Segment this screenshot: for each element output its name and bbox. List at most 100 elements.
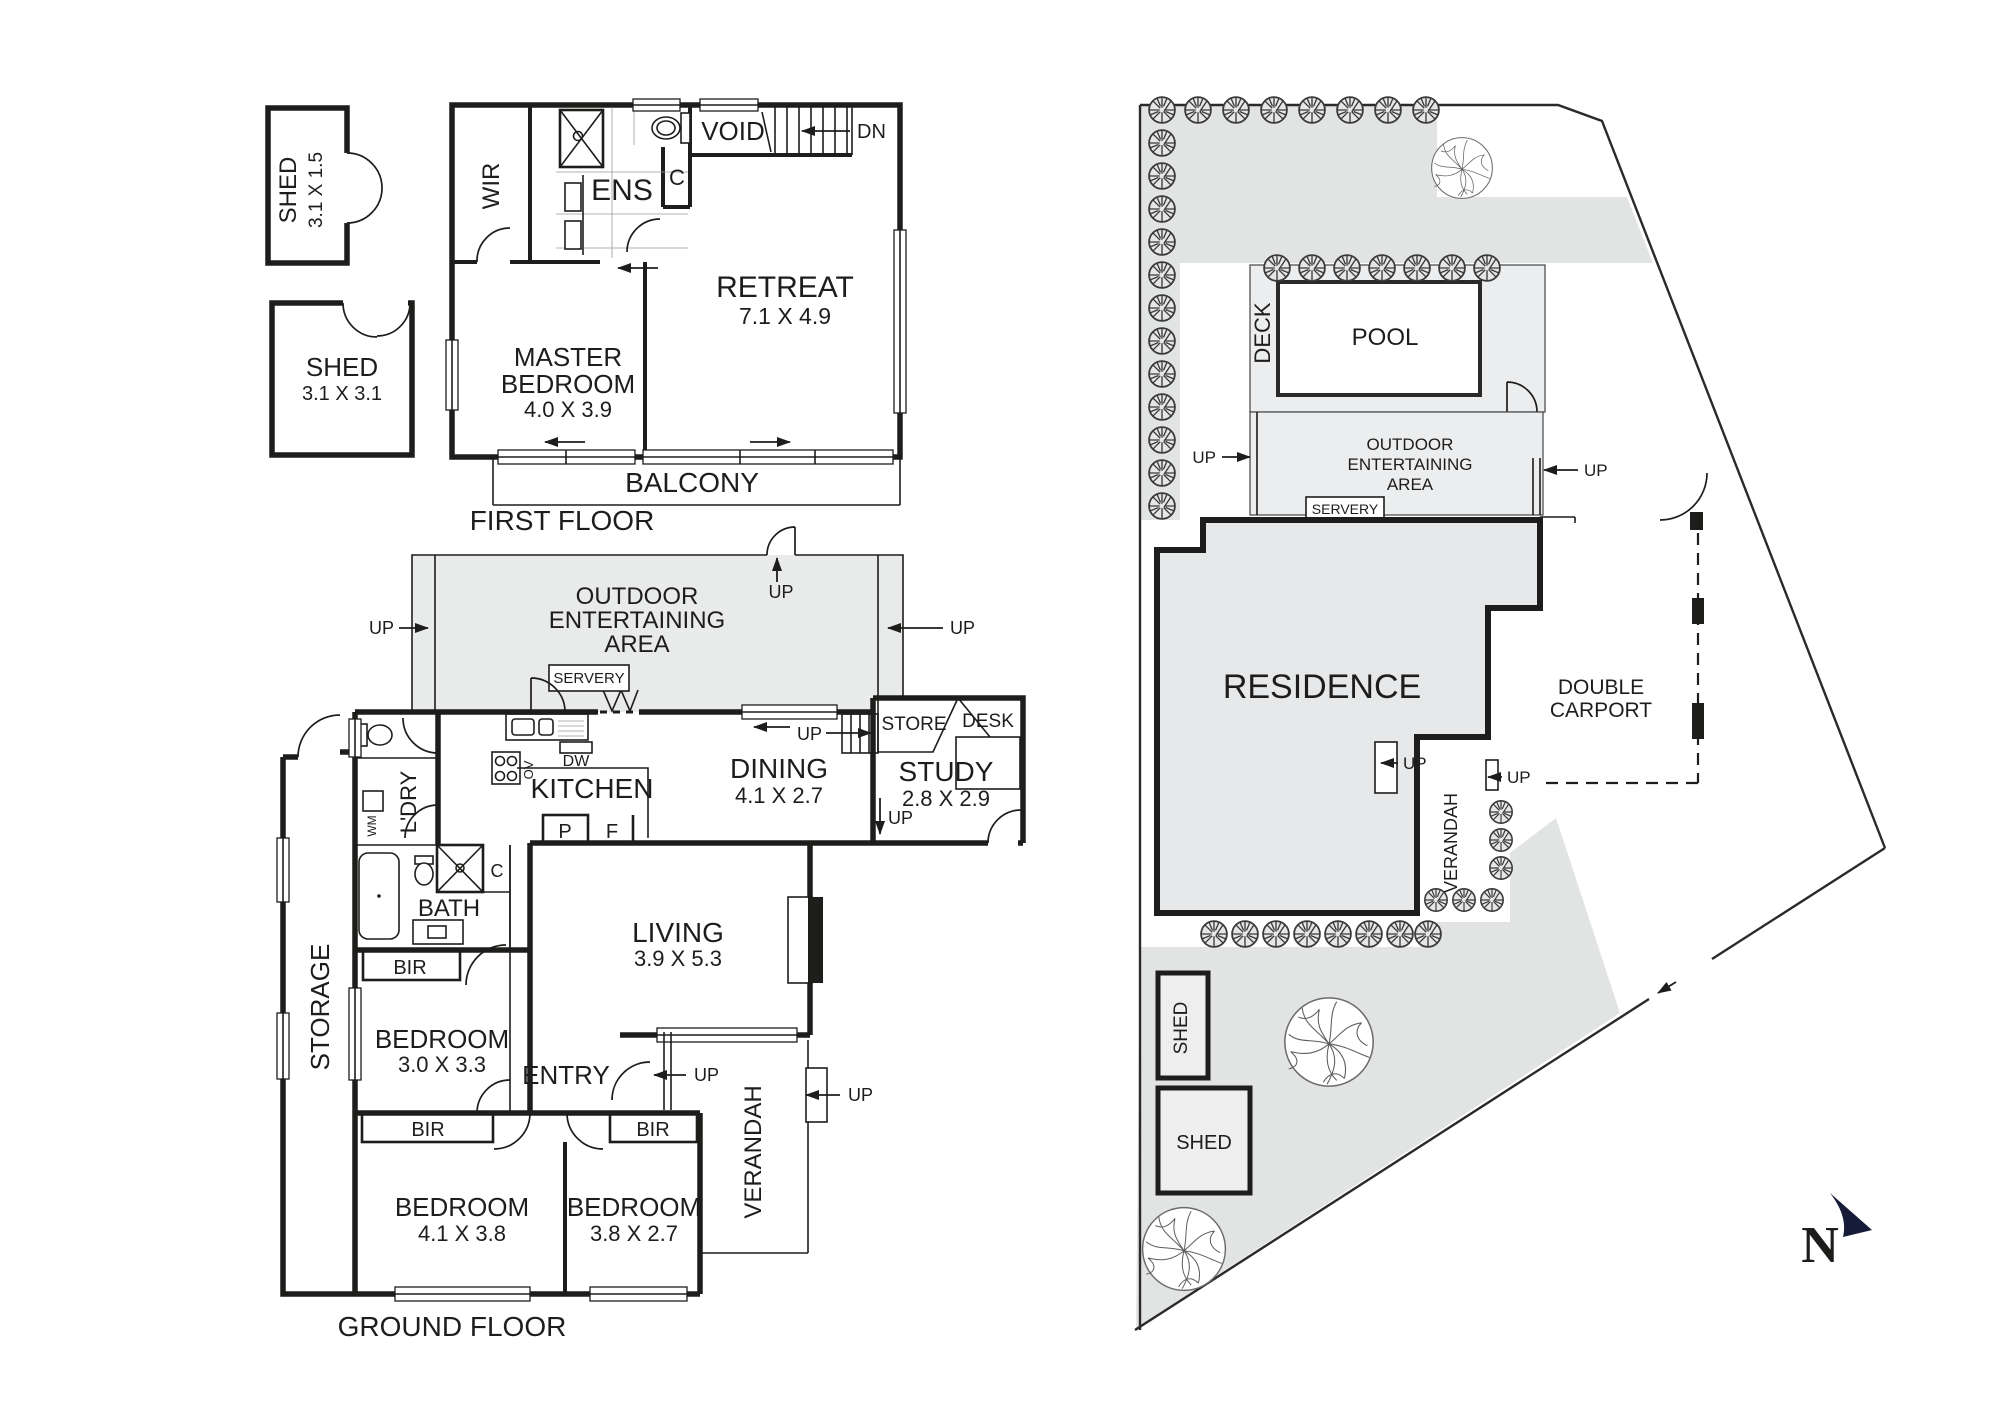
study-label: STUDY (899, 756, 994, 787)
tree-icon (1284, 997, 1374, 1087)
up-label: UP (950, 618, 975, 638)
ens-label: ENS (591, 174, 653, 207)
shed-small-label: SHED (275, 157, 302, 224)
up-label: UP (1403, 754, 1427, 773)
double-carport: UP DOUBLE CARPORT (1485, 512, 1704, 791)
up-label: UP (369, 618, 394, 638)
bath-closet-label: C (491, 861, 504, 881)
north-indicator: N (1801, 1193, 1872, 1274)
ground-windows (276, 718, 688, 1302)
site-shed-top-label: SHED (1171, 1002, 1192, 1055)
up-label: UP (694, 1065, 719, 1085)
deck-label: DECK (1250, 302, 1275, 363)
up-label: UP (848, 1085, 873, 1105)
site-outdoor-label-2: ENTERTAINING (1348, 455, 1473, 474)
living-dims: 3.9 X 5.3 (634, 946, 722, 971)
residence-label: RESIDENCE (1223, 668, 1421, 706)
ground-stairs: UP (797, 713, 879, 754)
servery-label: SERVERY (553, 670, 624, 687)
up-label: UP (888, 808, 913, 828)
up-label: UP (768, 582, 793, 602)
ground-servery: SERVERY (530, 664, 639, 714)
site-shed-bottom: SHED (1155, 1085, 1253, 1196)
pool: POOL (1276, 280, 1482, 397)
backyard (1136, 818, 1620, 1328)
first-floor-shed-small: SHED 3.1 X 1.5 (265, 105, 383, 266)
void-label: VOID (701, 116, 765, 146)
storage-label: STORAGE (305, 944, 335, 1071)
outdoor-label-1: OUTDOOR (576, 583, 699, 610)
dining-dims: 4.1 X 2.7 (735, 783, 823, 808)
north-arrow-icon (1830, 1193, 1872, 1237)
pantry-label: P (558, 821, 571, 843)
shed-small-dims: 3.1 X 1.5 (306, 152, 327, 228)
fridge-label: F (606, 821, 618, 843)
master-label-1: MASTER (514, 342, 622, 372)
verandah-label: VERANDAH (740, 1085, 767, 1218)
living-room: LIVING 3.9 X 5.3 (632, 896, 823, 1043)
site-plan: DECK POOL UP UP UP OUTDOOR ENTERTAINING … (1134, 96, 1887, 1332)
site-servery-label: SERVERY (1312, 501, 1379, 517)
bathroom: BATH C (358, 843, 511, 950)
ground-verandah: UP VERANDAH (699, 1040, 873, 1254)
laundry-room: L'DRY WM (355, 758, 439, 846)
ground-floor-plan: UP UP UP OUTDOOR ENTERTAINING AREA SERVE… (276, 526, 1026, 1342)
bir-label: BIR (636, 1119, 669, 1141)
pool-label: POOL (1352, 324, 1419, 351)
bedroom1-dims: 3.0 X 3.3 (398, 1052, 486, 1077)
site-outdoor-label-1: OUTDOOR (1367, 435, 1454, 454)
garden-path-top (1140, 105, 1437, 263)
study-dims: 2.8 X 2.9 (902, 786, 990, 811)
bath-label: BATH (418, 895, 480, 922)
bir-label: BIR (411, 1119, 444, 1141)
first-floor-title: FIRST FLOOR (470, 505, 655, 536)
dishwasher-label: DW (563, 753, 591, 770)
site-shed-bottom-label: SHED (1176, 1132, 1232, 1154)
study-room: UP STORE DESK STUDY 2.8 X 2.9 (875, 697, 1022, 844)
washing-machine-label: WM (365, 815, 379, 836)
bedroom2-label: BEDROOM (395, 1192, 529, 1222)
tree-icon (1431, 137, 1493, 199)
site-verandah-label: VERANDAH (1441, 793, 1461, 893)
closet-label: C (669, 165, 685, 190)
shed-big-label: SHED (306, 352, 378, 382)
residence: RESIDENCE UP (1154, 517, 1543, 916)
kitchen: DW OV KITCHEN (435, 712, 654, 845)
outdoor-label-3: AREA (604, 631, 669, 658)
laundry-label: L'DRY (396, 770, 421, 833)
oven-label: OV (521, 760, 536, 779)
master-label-2: BEDROOM (501, 369, 635, 399)
up-label: UP (1507, 768, 1531, 787)
site-outdoor-entertaining-area: UP UP OUTDOOR ENTERTAINING AREA (1192, 411, 1608, 516)
shed-big-dims: 3.1 X 3.1 (302, 383, 382, 405)
ground-outdoor-entertaining-area: UP UP UP OUTDOOR ENTERTAINING AREA (369, 526, 975, 712)
store-label: STORE (881, 714, 946, 735)
ground-floor-title: GROUND FLOOR (338, 1311, 567, 1342)
outdoor-label-2: ENTERTAINING (549, 607, 725, 634)
ensuite-toilet (651, 112, 691, 144)
up-label: UP (1192, 448, 1216, 467)
retreat-dims: 7.1 X 4.9 (739, 303, 831, 329)
dn-label: DN (857, 121, 886, 143)
wc-room (355, 712, 439, 759)
wir-label: WIR (478, 163, 505, 210)
first-floor-plan: SHED 3.1 X 1.5 SHED 3.1 X 3.1 (265, 98, 907, 536)
bedroom3-label: BEDROOM (567, 1192, 701, 1222)
dining-room: DINING 4.1 X 2.7 (730, 704, 838, 808)
entry: UP ENTRY (509, 845, 719, 1113)
bedroom1-label: BEDROOM (375, 1024, 509, 1054)
bedroom3-dims: 3.8 X 2.7 (590, 1221, 678, 1246)
first-floor-stairs (774, 106, 850, 155)
up-label: UP (797, 724, 822, 744)
site-outdoor-label-3: AREA (1387, 475, 1434, 494)
kitchen-label: KITCHEN (531, 773, 654, 804)
carport-label-2: CARPORT (1550, 699, 1652, 722)
ensuite-shower (558, 108, 605, 169)
site-shed-top: SHED (1155, 970, 1211, 1081)
tree-icon (1141, 1206, 1227, 1292)
entry-label: ENTRY (522, 1060, 610, 1090)
carport-label-1: DOUBLE (1558, 676, 1644, 699)
up-label: UP (1584, 461, 1608, 480)
